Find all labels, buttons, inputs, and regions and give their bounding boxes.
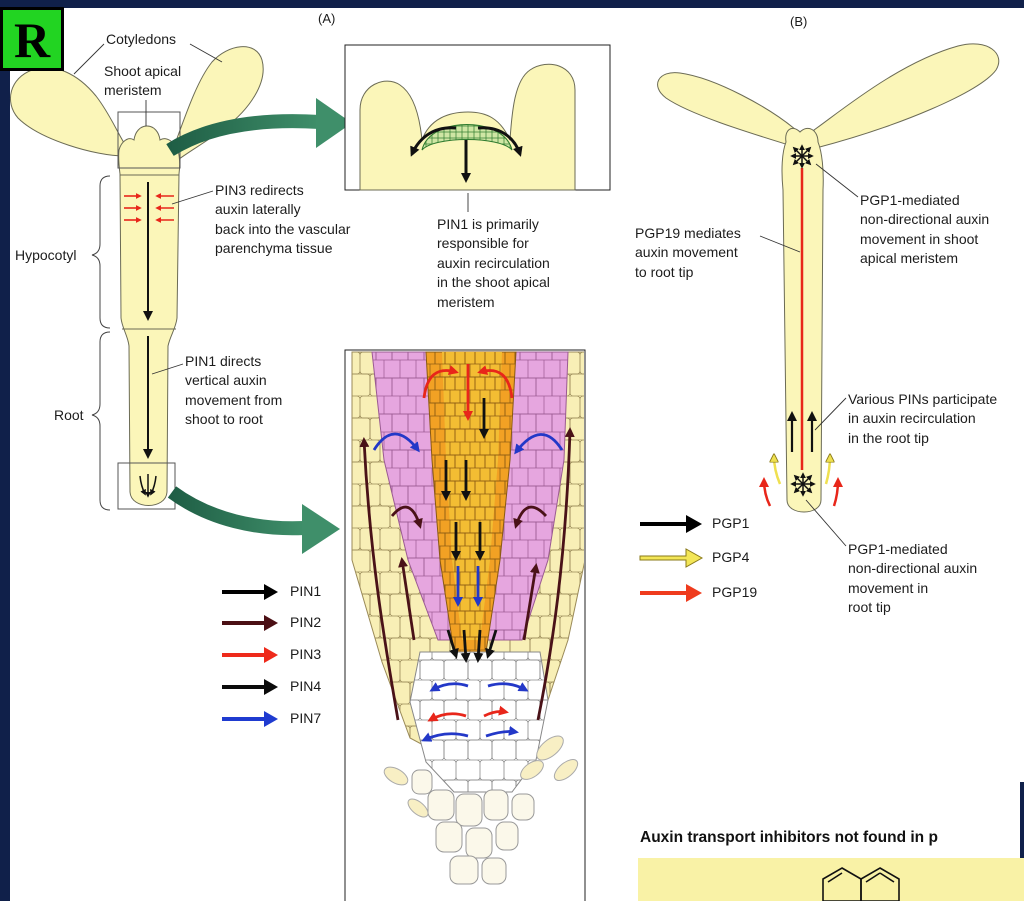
annotation-line: vertical auxin — [185, 371, 282, 390]
legend-arrow-pin1 — [222, 584, 278, 600]
annotation-line: root tip — [848, 598, 977, 617]
label-line: Shoot apical — [104, 62, 181, 81]
right-cotyledon-b — [814, 44, 999, 148]
tip-nondirectional-arrows — [792, 474, 814, 495]
legend-a-label-pin1: PIN1 — [290, 582, 321, 601]
legend-a-label-pin7: PIN7 — [290, 709, 321, 728]
root-tip-inset — [345, 350, 585, 901]
legend-a-arrows — [222, 584, 278, 727]
hypocotyl-and-root — [119, 126, 180, 506]
annotation-line: movement from — [185, 391, 282, 410]
annotation-line: apical meristem — [860, 249, 989, 268]
annotation-line: to root tip — [635, 263, 741, 282]
annotation-line: non-directional auxin — [848, 559, 977, 578]
annotation-line: PIN1 directs — [185, 352, 282, 371]
zoom-arrow-root — [172, 492, 340, 554]
legend-b-label-pgp19: PGP19 — [712, 583, 757, 602]
pgp19-annotation: PGP19 mediates auxin movement to root ti… — [635, 224, 741, 282]
legend-arrow-pgp1 — [640, 515, 702, 533]
legend-arrow-pgp4 — [640, 549, 702, 567]
pin1-root-annotation: PIN1 directs vertical auxin movement fro… — [185, 352, 282, 430]
annotation-line: Various PINs participate — [848, 390, 997, 409]
annotation-line: non-directional auxin — [860, 210, 989, 229]
annotation-line: auxin laterally — [215, 200, 350, 219]
slide-badge: R — [0, 7, 64, 71]
inhibitor-inset-title: Auxin transport inhibitors not found in … — [640, 828, 938, 848]
annotation-line: PGP19 mediates — [635, 224, 741, 243]
annotation-line: movement in — [848, 579, 977, 598]
annotation-line: auxin recirculation — [437, 254, 550, 273]
pins-root-annotation: Various PINs participate in auxin recirc… — [848, 390, 997, 448]
annotation-line: PGP1-mediated — [860, 191, 989, 210]
shoot-apical-meristem-label: Shoot apical meristem — [104, 62, 181, 101]
root-brace — [92, 332, 110, 510]
hypocotyl-brace — [92, 176, 110, 328]
shoot-apex-inset — [345, 45, 610, 190]
legend-a-label-pin4: PIN4 — [290, 677, 321, 696]
legend-arrow-pin3 — [222, 647, 278, 663]
annotation-line: back into the vascular — [215, 220, 350, 239]
legend-b-label-pgp1: PGP1 — [712, 514, 749, 533]
annotation-line: parenchyma tissue — [215, 239, 350, 258]
cotyledons-label: Cotyledons — [106, 30, 176, 49]
annotation-line: auxin movement — [635, 243, 741, 262]
legend-arrow-pin7 — [222, 711, 278, 727]
pgp1-root-annotation: PGP1-mediated non-directional auxin move… — [848, 540, 977, 618]
annotation-line: PIN1 is primarily — [437, 215, 550, 234]
legend-a-label-pin2: PIN2 — [290, 613, 321, 632]
hypocotyl-label: Hypocotyl — [15, 246, 76, 265]
seedling-a — [10, 47, 263, 506]
annotation-line: shoot to root — [185, 410, 282, 429]
legend-b-arrows — [640, 515, 702, 602]
panel-b-label: (B) — [790, 12, 807, 31]
panel-a-label: (A) — [318, 9, 335, 28]
annotation-line: in auxin recirculation — [848, 409, 997, 428]
annotation-line: movement in shoot — [860, 230, 989, 249]
label-line: meristem — [104, 81, 181, 100]
pin3-annotation: PIN3 redirects auxin laterally back into… — [215, 181, 350, 259]
legend-arrow-pin4 — [222, 679, 278, 695]
pin1-sam-annotation: PIN1 is primarily responsible for auxin … — [437, 215, 550, 312]
inhibitor-inset — [638, 858, 1024, 901]
legend-a-label-pin3: PIN3 — [290, 645, 321, 664]
annotation-line: in the root tip — [848, 429, 997, 448]
legend-b-label-pgp4: PGP4 — [712, 548, 749, 567]
left-cotyledon-b — [658, 73, 796, 146]
annotation-line: PIN3 redirects — [215, 181, 350, 200]
apex-nondirectional-arrows — [792, 146, 812, 167]
annotation-line: PGP1-mediated — [848, 540, 977, 559]
legend-arrow-pgp19 — [640, 584, 702, 602]
slide-badge-letter: R — [3, 12, 61, 68]
seedling-b-arrows — [764, 146, 838, 506]
pgp1-sam-annotation: PGP1-mediated non-directional auxin move… — [860, 191, 989, 269]
legend-arrow-pin2 — [222, 615, 278, 631]
root-label: Root — [54, 406, 84, 425]
annotation-line: responsible for — [437, 234, 550, 253]
annotation-line: in the shoot apical — [437, 273, 550, 292]
annotation-line: meristem — [437, 293, 550, 312]
